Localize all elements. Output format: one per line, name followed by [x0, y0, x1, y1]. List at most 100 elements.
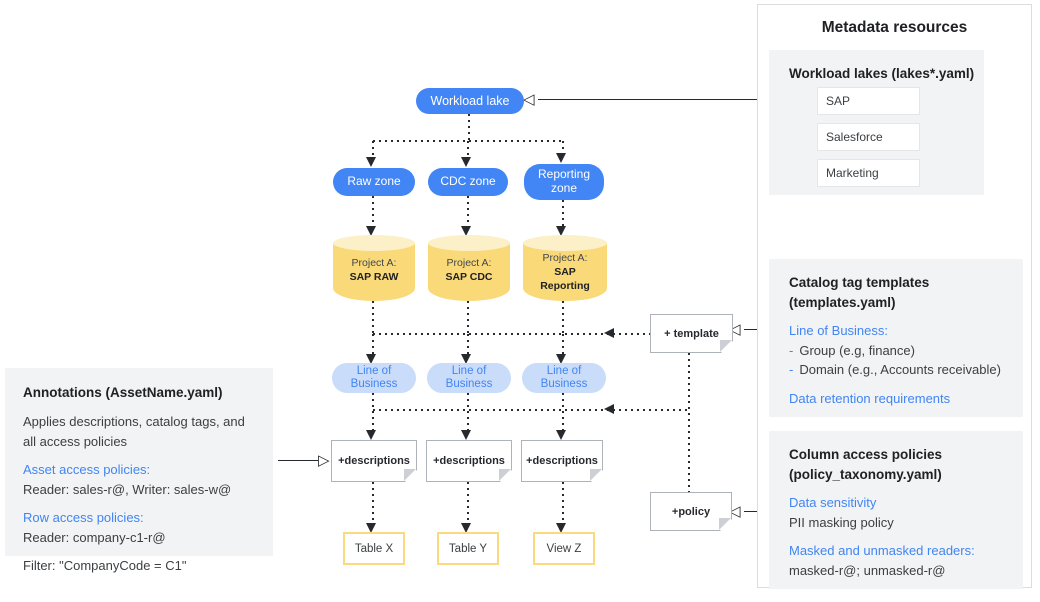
connector-project1-down: [372, 301, 374, 334]
connector-raw-to-project: [372, 196, 374, 226]
arrowhead-down-icon: [556, 226, 566, 236]
lob-label: Business: [540, 378, 588, 390]
arrowhead-down-icon: [461, 354, 471, 364]
connector-to-lob3: [562, 334, 564, 355]
masked-readers-body: masked-r@; unmasked-r@: [789, 562, 946, 578]
lob-label: Line of: [356, 364, 392, 377]
connector-desc3-to-table: [562, 482, 564, 523]
arrowhead-down-icon: [556, 430, 566, 440]
column-policies-heading-line1: Column access policies: [789, 447, 943, 462]
connector-lob2-down: [467, 393, 469, 431]
row-access-body: Reader: company-c1-r@: [23, 529, 166, 545]
reporting-zone-label: Reporting zone: [537, 167, 591, 195]
lake-item-sap: SAP: [818, 88, 919, 114]
arrowhead-left-icon: [604, 328, 614, 338]
arrowhead-down-icon: [366, 226, 376, 236]
descriptions-note-1: +descriptions: [331, 440, 417, 482]
policy-note-label: +policy: [671, 505, 711, 518]
connector-lake-down: [468, 114, 470, 141]
project-cylinder-sap-reporting: Project A:SAP Reporting: [523, 235, 607, 301]
arrowhead-down-icon: [556, 153, 566, 163]
connector-project3-down: [562, 301, 564, 334]
lob-label: Business: [350, 378, 398, 390]
catalog-heading-line1: Catalog tag templates: [789, 275, 930, 290]
lob-heading: Line of Business:: [789, 323, 889, 339]
reporting-zone-node: Reporting zone: [524, 164, 604, 200]
connector-cdc-to-project: [467, 196, 469, 226]
lob-label: Business: [445, 378, 493, 390]
connector-template-line: [373, 333, 650, 335]
project-cylinder-sap-cdc: Project A:SAP CDC: [428, 235, 510, 301]
lake-item-label: SAP: [826, 94, 851, 108]
connector-desc2-to-table: [467, 482, 469, 523]
lob-label: Line of: [546, 364, 582, 377]
lake-item-marketing: Marketing: [818, 160, 919, 186]
descriptions-note-label: +descriptions: [433, 455, 505, 467]
project-cylinder-sap-raw: Project A:SAP RAW: [333, 235, 415, 301]
lake-item-salesforce: Salesforce: [818, 124, 919, 150]
catalog-list-item: -Group (e.g, finance): [789, 341, 1023, 361]
masked-readers-heading: Masked and unmasked readers:: [789, 543, 975, 559]
workload-lakes-heading: Workload lakes (lakes*.yaml): [789, 66, 975, 81]
catalog-heading-line2: (templates.yaml): [789, 294, 896, 310]
lake-item-label: Marketing: [826, 166, 879, 180]
workload-lake-node: Workload lake: [416, 88, 524, 114]
project-label: Project A:SAP CDC: [445, 257, 493, 284]
panel-title: Metadata resources: [821, 19, 968, 36]
open-arrowhead-icon: ◁: [729, 503, 741, 520]
template-note: + template: [650, 314, 733, 353]
descriptions-note-2: +descriptions: [426, 440, 512, 482]
arrowhead-down-icon: [556, 523, 566, 533]
row-access-heading: Row access policies:: [23, 510, 144, 526]
connector-to-lob2: [467, 334, 469, 355]
table-x-node: Table X: [343, 532, 405, 565]
data-sensitivity-body: PII masking policy: [789, 514, 894, 530]
arrowhead-down-icon: [366, 354, 376, 364]
cdc-zone-node: CDC zone: [428, 168, 508, 196]
connector-template-to-policy: [688, 353, 690, 492]
lob-label: Line of: [451, 364, 487, 377]
annotations-box: Annotations (AssetName.yaml) Applies des…: [5, 368, 273, 573]
descriptions-note-label: +descriptions: [338, 455, 410, 467]
connector-to-cdc-zone: [467, 141, 469, 158]
arrowhead-down-icon: [366, 157, 376, 167]
cdc-zone-label: CDC zone: [440, 174, 496, 189]
project-label: Project A:SAP Reporting: [540, 252, 590, 293]
connector-lob1-down: [372, 393, 374, 431]
arrowhead-down-icon: [461, 226, 471, 236]
table-label: Table Y: [448, 542, 488, 555]
open-arrowhead-icon: ◁: [523, 91, 535, 108]
table-label: View Z: [546, 542, 582, 555]
connector-to-reporting-zone: [562, 141, 564, 155]
line-catalog-to-template: [744, 329, 769, 330]
open-arrowhead-icon: ▷: [318, 452, 330, 469]
connector-to-lob1: [372, 334, 374, 355]
catalog-list-item: -Domain (e.g., Accounts receivable): [789, 360, 1023, 380]
asset-access-body: Reader: sales-r@, Writer: sales-w@: [23, 481, 232, 497]
template-note-label: + template: [664, 327, 719, 340]
connector-to-raw-zone: [372, 141, 374, 158]
policy-note: +policy: [650, 492, 732, 531]
column-policies-heading-line2: (policy_taxonomy.yaml): [789, 466, 942, 482]
annotations-title: Annotations (AssetName.yaml): [23, 385, 223, 400]
lake-item-label: Salesforce: [826, 130, 883, 144]
connector-desc1-to-table: [372, 482, 374, 523]
connector-annotation-line: [373, 409, 690, 411]
catalog-item-label: Group (e.g, finance): [799, 342, 915, 358]
arrowhead-down-icon: [366, 523, 376, 533]
filter-line: Filter: "CompanyCode = C1": [23, 558, 187, 574]
arrowhead-down-icon: [366, 430, 376, 440]
line-annotations-to-descriptions: [278, 460, 320, 461]
descriptions-note-label: +descriptions: [526, 455, 598, 467]
metadata-resources-panel: Metadata resources Workload lakes (lakes…: [757, 4, 1032, 589]
arrowhead-down-icon: [461, 430, 471, 440]
connector-lob3-down: [562, 393, 564, 431]
catalog-item-label: Domain (e.g., Accounts receivable): [799, 362, 1001, 378]
line-sap-to-lake: [538, 99, 817, 100]
line-policies-to-policy: [744, 511, 769, 512]
bullet-dash: -: [789, 362, 794, 378]
